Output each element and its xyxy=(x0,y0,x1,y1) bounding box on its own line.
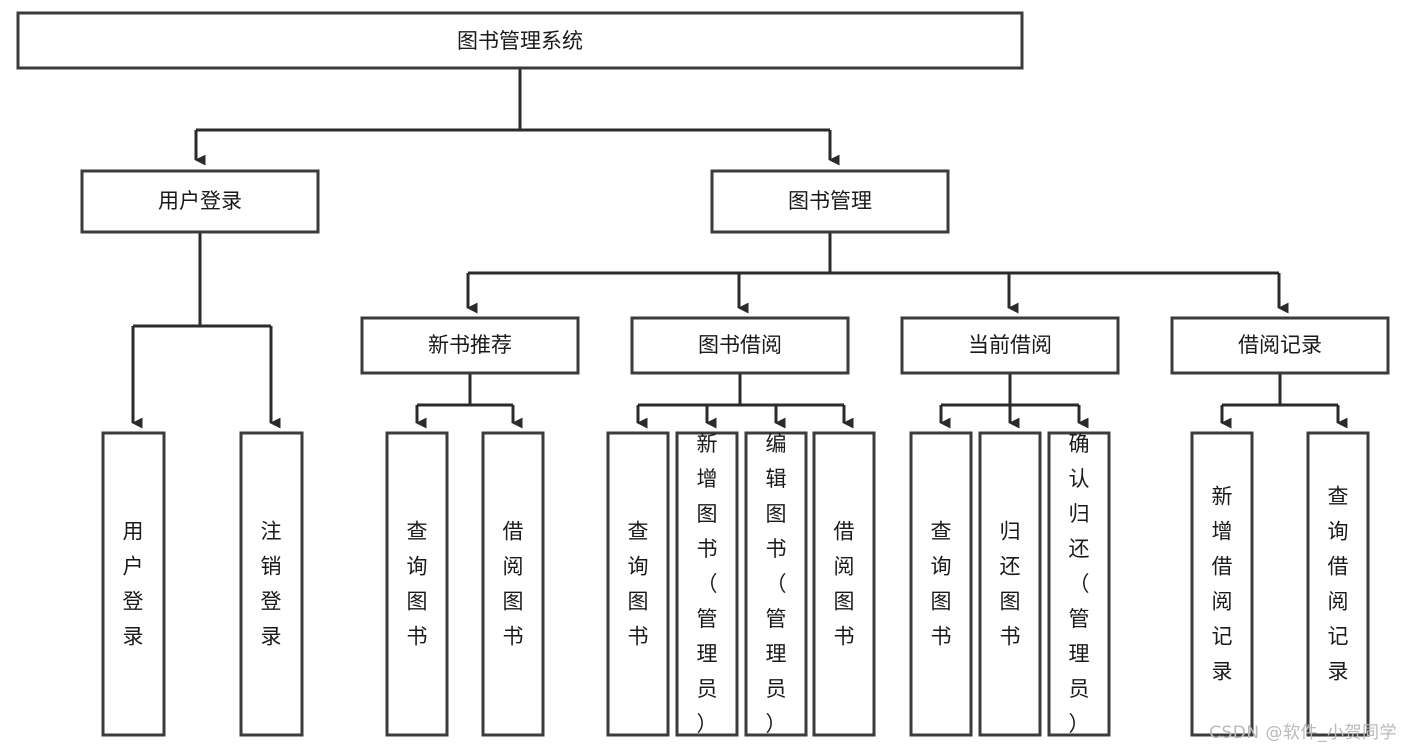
leaf-add-book-label: 新增图书（管理员） xyxy=(697,432,718,736)
leaf-query-book-1-box[interactable] xyxy=(385,431,449,737)
leaf-logout-box[interactable] xyxy=(239,431,304,737)
leaf-return-book[interactable]: 归还图书 xyxy=(978,431,1042,737)
node-book-borrow[interactable]: 图书借阅 xyxy=(630,316,850,375)
leaf-add-record-box[interactable] xyxy=(1190,431,1254,737)
node-book-management[interactable]: 图书管理 xyxy=(710,169,950,234)
node-root[interactable]: 图书管理系统 xyxy=(16,11,1024,70)
leaf-logout-label: 注销登录 xyxy=(261,520,282,649)
node-root-box[interactable] xyxy=(16,11,1024,70)
leaf-query-record-label: 查询借阅记录 xyxy=(1328,485,1349,684)
leaf-edit-book[interactable]: 编辑图书（管理员） xyxy=(744,431,808,737)
node-book-borrow-box[interactable] xyxy=(630,316,850,375)
node-current-borrow-label: 当前借阅 xyxy=(968,333,1052,357)
node-root-label: 图书管理系统 xyxy=(457,29,583,53)
leaf-add-book[interactable]: 新增图书（管理员） xyxy=(675,431,739,737)
connector-layer xyxy=(131,69,1348,429)
leaf-query-record-box[interactable] xyxy=(1306,431,1370,737)
node-borrow-record-box[interactable] xyxy=(1170,316,1390,375)
node-current-borrow[interactable]: 当前借阅 xyxy=(900,316,1120,375)
leaf-confirm-return[interactable]: 确认归还（管理员） xyxy=(1047,431,1111,737)
node-user-login-label: 用户登录 xyxy=(158,189,242,213)
node-book-management-box[interactable] xyxy=(710,169,950,234)
node-new-book-recommend[interactable]: 新书推荐 xyxy=(360,316,580,375)
node-new-book-recommend-box[interactable] xyxy=(360,316,580,375)
node-book-borrow-label: 图书借阅 xyxy=(698,333,782,357)
leaf-query-book-2-box[interactable] xyxy=(606,431,670,737)
leaf-edit-book-box[interactable] xyxy=(744,431,808,737)
leaf-user-login-box[interactable] xyxy=(101,431,166,737)
node-user-login-box[interactable] xyxy=(80,169,320,234)
leaf-add-record[interactable]: 新增借阅记录 xyxy=(1190,431,1254,737)
leaf-user-login[interactable]: 用户登录 xyxy=(101,431,166,737)
node-borrow-record-label: 借阅记录 xyxy=(1238,333,1322,357)
node-borrow-record[interactable]: 借阅记录 xyxy=(1170,316,1390,375)
leaf-borrow-book-1-box[interactable] xyxy=(481,431,545,737)
leaf-logout[interactable]: 注销登录 xyxy=(239,431,304,737)
leaf-borrow-book-2-box[interactable] xyxy=(812,431,876,737)
leaf-add-record-label: 新增借阅记录 xyxy=(1212,485,1233,684)
leaf-borrow-book-1-label: 借阅图书 xyxy=(503,520,524,649)
node-book-management-label: 图书管理 xyxy=(788,189,872,213)
node-new-book-recommend-label: 新书推荐 xyxy=(428,333,512,357)
leaf-edit-book-label: 编辑图书（管理员） xyxy=(766,432,787,736)
leaf-add-book-box[interactable] xyxy=(675,431,739,737)
leaf-confirm-return-label: 确认归还（管理员） xyxy=(1069,432,1090,736)
leaf-query-book-2[interactable]: 查询图书 xyxy=(606,431,670,737)
leaf-query-record[interactable]: 查询借阅记录 xyxy=(1306,431,1370,737)
node-current-borrow-box[interactable] xyxy=(900,316,1120,375)
leaf-borrow-book-1[interactable]: 借阅图书 xyxy=(481,431,545,737)
leaf-borrow-book-2[interactable]: 借阅图书 xyxy=(812,431,876,737)
leaf-borrow-book-2-label: 借阅图书 xyxy=(834,520,855,649)
leaf-query-book-1-label: 查询图书 xyxy=(407,520,428,649)
leaf-query-book-3-label: 查询图书 xyxy=(931,520,952,649)
leaf-return-book-label: 归还图书 xyxy=(1000,520,1021,649)
leaf-query-book-3-box[interactable] xyxy=(909,431,973,737)
leaf-query-book-2-label: 查询图书 xyxy=(628,520,649,649)
leaf-user-login-label: 用户登录 xyxy=(123,520,144,649)
leaf-query-book-3[interactable]: 查询图书 xyxy=(909,431,973,737)
leaf-return-book-box[interactable] xyxy=(978,431,1042,737)
leaf-confirm-return-box[interactable] xyxy=(1047,431,1111,737)
leaf-query-book-1[interactable]: 查询图书 xyxy=(385,431,449,737)
node-user-login[interactable]: 用户登录 xyxy=(80,169,320,234)
